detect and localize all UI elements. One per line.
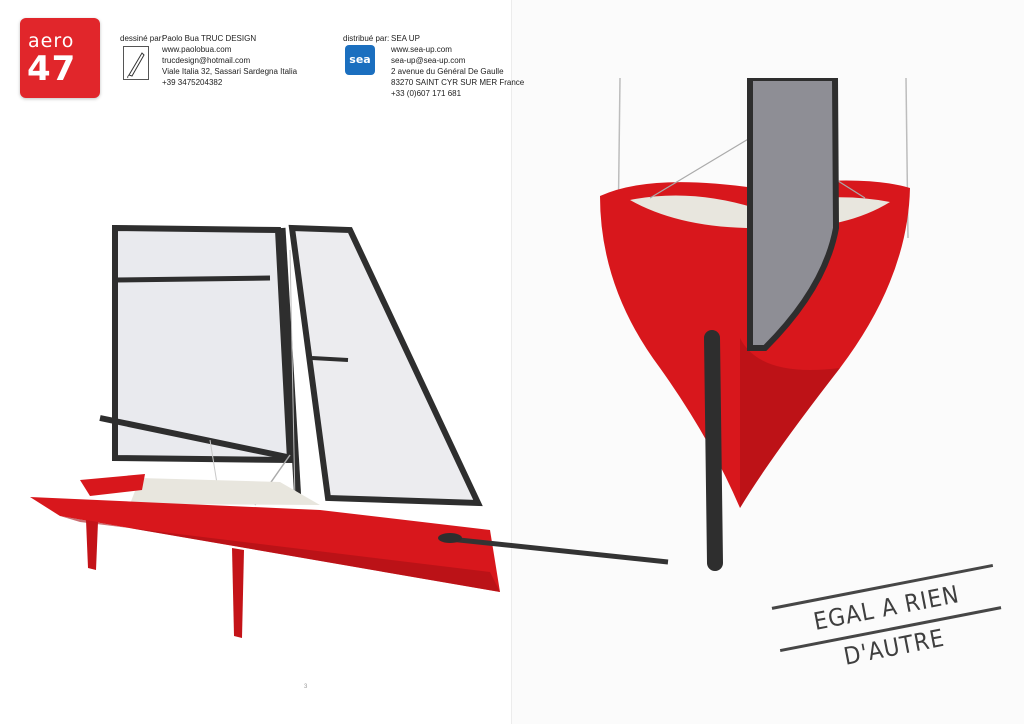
shroud-line bbox=[289, 249, 296, 503]
logo-number: 47 bbox=[27, 49, 77, 89]
boat-hull-shade bbox=[60, 516, 500, 592]
bowsprit bbox=[439, 535, 669, 565]
designer-name: Paolo Bua TRUC DESIGN bbox=[162, 34, 257, 43]
distributor-email: sea-up@sea-up.com bbox=[391, 56, 466, 65]
aero47-logo: aero 47 bbox=[20, 18, 100, 98]
designer-email: trucdesign@hotmail.com bbox=[162, 56, 251, 65]
boat-deck bbox=[130, 478, 320, 505]
bow-hull-shade bbox=[740, 338, 840, 508]
bow-sail bbox=[747, 78, 840, 351]
distributor-street: 2 avenue du Général De Gaulle bbox=[391, 67, 504, 76]
bowsprit bbox=[704, 330, 723, 571]
sea-up-logo: sea bbox=[345, 45, 375, 75]
page-spine bbox=[511, 0, 512, 724]
distributor-city: 83270 SAINT CYR SUR MER France bbox=[391, 78, 525, 87]
pen-nib-icon bbox=[123, 46, 149, 80]
mast bbox=[278, 227, 302, 503]
boat-bow-view bbox=[600, 78, 910, 571]
designer-phone: +39 3475204382 bbox=[162, 78, 223, 87]
designer-address: Viale Italia 32, Sassari Sardegna Italia bbox=[162, 67, 298, 76]
distributor-label: distribué par: bbox=[343, 34, 390, 43]
jib-batten bbox=[311, 356, 349, 362]
keel-foil bbox=[232, 548, 244, 638]
logo-top-text: aero bbox=[28, 30, 75, 52]
designer-label: dessiné par: bbox=[120, 34, 164, 43]
distributor-phone: +33 (0)607 171 681 bbox=[391, 89, 462, 98]
designer-lines: Paolo Bua TRUC DESIGN www.paolobua.com t… bbox=[162, 33, 297, 88]
bowsprit-fitting bbox=[438, 533, 462, 543]
boat-side-view bbox=[30, 224, 669, 638]
distributor-lines: SEA UP www.sea-up.com sea-up@sea-up.com … bbox=[391, 33, 524, 99]
jib-sail bbox=[288, 224, 483, 507]
rudder bbox=[86, 520, 98, 570]
shroud-line bbox=[649, 137, 751, 199]
distributor-website: www.sea-up.com bbox=[391, 45, 452, 54]
mainsail-batten bbox=[114, 275, 271, 283]
boat-cockpit-rim bbox=[80, 474, 145, 496]
designer-website: www.paolobua.com bbox=[162, 45, 232, 54]
page-number: 3 bbox=[304, 684, 308, 690]
distributor-name: SEA UP bbox=[391, 34, 420, 43]
boom bbox=[99, 415, 293, 461]
